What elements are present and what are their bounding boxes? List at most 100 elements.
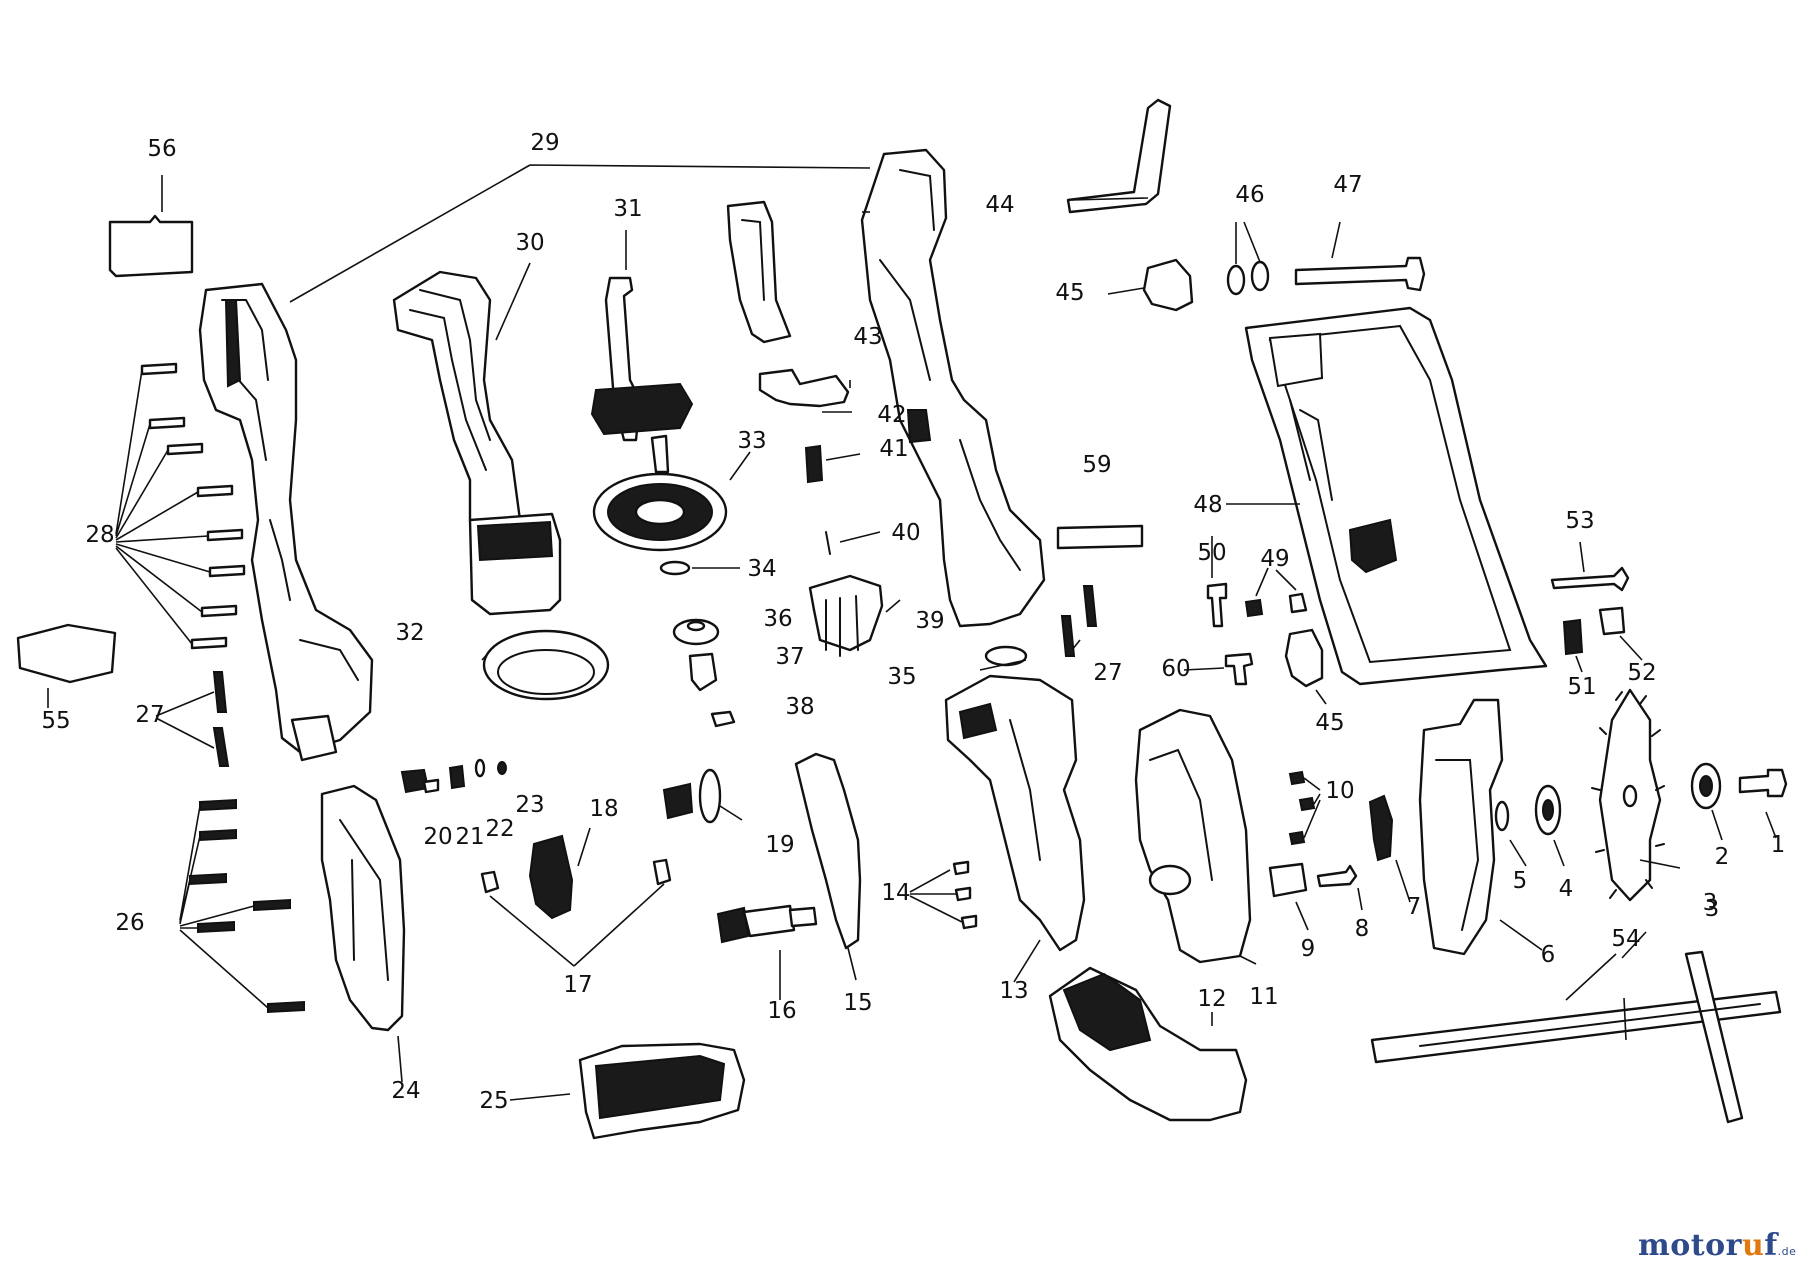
part-47-bolt <box>1294 256 1426 292</box>
callout-27-right: 27 <box>1093 660 1122 686</box>
part-49-nuts <box>1244 592 1308 618</box>
part-45-knob-top <box>1142 258 1194 312</box>
callout-2: 2 <box>1715 844 1730 870</box>
callout-52: 52 <box>1627 660 1656 686</box>
callout-6: 6 <box>1541 942 1556 968</box>
callout-51: 51 <box>1567 674 1596 700</box>
callout-45-lower: 45 <box>1315 710 1344 736</box>
part-22-ring <box>474 758 486 778</box>
part-51-spring <box>1562 618 1584 656</box>
callout-44: 44 <box>985 192 1014 218</box>
part-7-spring <box>1368 794 1394 862</box>
callout-39: 39 <box>915 608 944 634</box>
callout-22: 22 <box>485 816 514 842</box>
callout-25: 25 <box>479 1088 508 1114</box>
part-30-stator <box>468 512 562 616</box>
callout-14: 14 <box>881 880 910 906</box>
part-12-dust-port <box>1048 966 1248 1122</box>
part-27-screws-right <box>1060 585 1098 657</box>
callout-13: 13 <box>999 978 1028 1004</box>
callout-1: 1 <box>1771 832 1786 858</box>
part-24-gear-cover <box>320 784 406 1032</box>
callout-41: 41 <box>879 436 908 462</box>
part-46-washers <box>1226 260 1270 296</box>
callout-47: 47 <box>1333 172 1362 198</box>
part-20-knob <box>400 768 440 794</box>
part-10-screws <box>1288 770 1316 846</box>
part-2-flange <box>1690 762 1722 810</box>
part-55-label <box>16 623 117 684</box>
part-35-o-ring <box>984 645 1028 667</box>
callout-20: 20 <box>423 824 452 850</box>
callout-45-top: 45 <box>1055 280 1084 306</box>
callout-7: 7 <box>1407 894 1422 920</box>
callout-24: 24 <box>391 1078 420 1104</box>
callout-49: 49 <box>1260 546 1289 572</box>
callout-29: 29 <box>530 130 559 156</box>
callout-59: 59 <box>1082 452 1111 478</box>
part-59-label <box>1056 524 1144 550</box>
callout-48: 48 <box>1193 492 1222 518</box>
part-39-brush-holder <box>808 574 884 657</box>
watermark-brand-b: u <box>1741 1228 1765 1263</box>
part-23-ring <box>497 761 507 775</box>
part-33-fan <box>592 472 728 552</box>
part-40-pin <box>825 531 831 555</box>
callout-31: 31 <box>613 196 642 222</box>
callout-19: 19 <box>765 832 794 858</box>
callout-38: 38 <box>785 694 814 720</box>
callout-26: 26 <box>115 910 144 936</box>
callout-35: 35 <box>887 664 916 690</box>
callout-36: 36 <box>763 606 792 632</box>
part-41-spring <box>804 444 824 484</box>
callout-54: 54 <box>1611 926 1640 952</box>
part-31-armature <box>590 276 694 474</box>
callout-5: 5 <box>1513 868 1528 894</box>
part-30-wiring-harness <box>392 270 522 528</box>
callout-4: 4 <box>1559 876 1574 902</box>
part-6-lower-guard <box>1418 698 1504 956</box>
part-38-nut <box>710 710 736 728</box>
callout-55: 55 <box>41 708 70 734</box>
part-37-bushing <box>688 652 718 692</box>
callout-56: 56 <box>147 136 176 162</box>
callout-27-left: 27 <box>135 702 164 728</box>
watermark-brand-c: f <box>1764 1228 1778 1263</box>
part-56-label <box>108 214 194 278</box>
callout-33: 33 <box>737 428 766 454</box>
callout-18: 18 <box>589 796 618 822</box>
watermark-brand-a: motor <box>1638 1228 1742 1263</box>
callout-8: 8 <box>1355 916 1370 942</box>
part-18-gear <box>528 834 574 920</box>
part-14-screws <box>952 860 978 930</box>
callout-28: 28 <box>85 522 114 548</box>
callout-53: 53 <box>1565 508 1594 534</box>
callout-3a: 3 <box>1703 890 1718 916</box>
callout-numbers: 56 55 29 30 31 32 33 34 36 37 38 43 42 4… <box>41 130 1785 1114</box>
callout-16: 16 <box>767 998 796 1024</box>
part-5-washer <box>1494 800 1510 832</box>
part-29-left-housing <box>198 282 374 762</box>
part-26-screws <box>189 798 305 1014</box>
callout-15: 15 <box>843 990 872 1016</box>
callout-34: 34 <box>747 556 776 582</box>
part-32-fan-baffle <box>482 629 610 701</box>
part-3-saw-blade <box>1591 688 1665 902</box>
part-16-shaft <box>716 904 818 944</box>
callout-12: 12 <box>1197 986 1226 1012</box>
part-21-spring <box>448 764 466 790</box>
part-4-bearing <box>1534 784 1562 836</box>
callout-43: 43 <box>853 324 882 350</box>
leader-lines <box>47 164 1777 1101</box>
part-42-switch-bracket <box>758 368 850 408</box>
part-43-switch <box>726 200 792 344</box>
part-19-spindle-gear <box>662 768 722 824</box>
part-11-blade-guard <box>1134 708 1252 964</box>
callout-23: 23 <box>515 792 544 818</box>
part-44-hex-key <box>1066 98 1172 214</box>
part-34-washer <box>659 560 691 576</box>
callout-9: 9 <box>1301 936 1316 962</box>
part-13-gear-housing <box>944 674 1086 952</box>
part-54-rip-fence <box>1370 950 1782 1124</box>
